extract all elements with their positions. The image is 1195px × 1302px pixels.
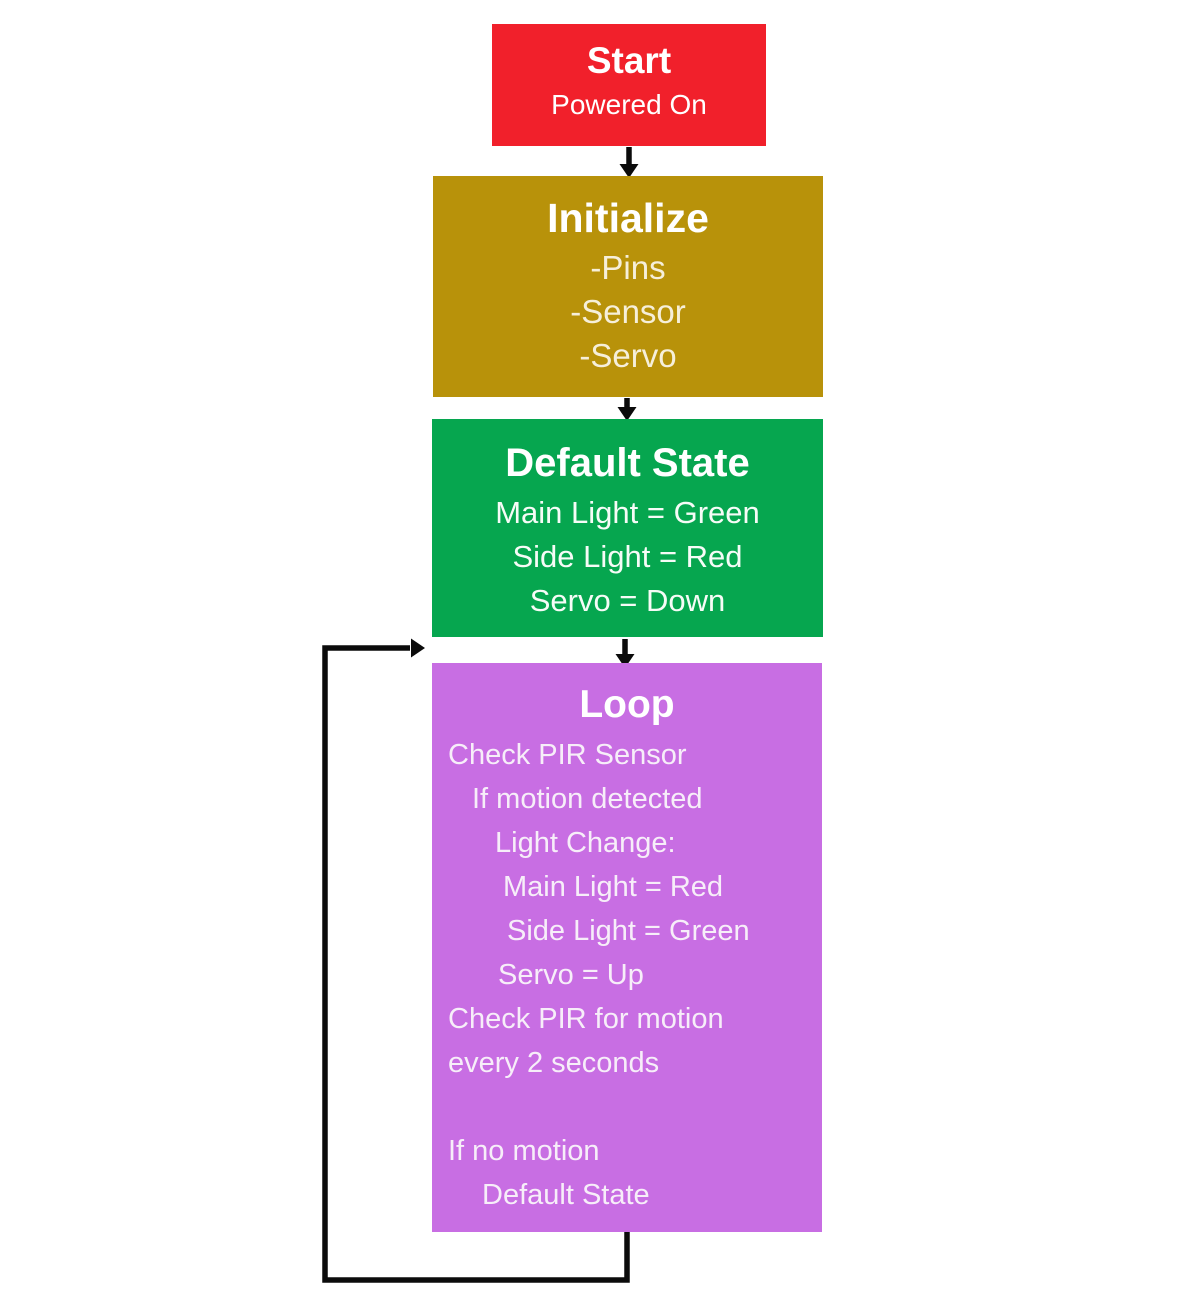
flow-arrow-initialize-to-default-state	[617, 398, 637, 421]
start-node-title: Start	[586, 40, 672, 81]
default-state-line: Servo = Down	[529, 583, 726, 618]
initialize-line: -Sensor	[570, 293, 686, 330]
default-state-node: Default State Main Light = Green Side Li…	[432, 419, 823, 637]
loop-node: Loop Check PIR Sensor If motion detected…	[432, 663, 822, 1232]
loop-line: Servo = Up	[498, 959, 644, 991]
loop-line: Check PIR for motion	[448, 1003, 724, 1035]
loop-line: Default State	[482, 1179, 650, 1211]
loop-line: Side Light = Green	[507, 915, 750, 947]
loop-line: Light Change:	[495, 827, 676, 859]
loop-line-blank	[432, 1085, 822, 1129]
initialize-line: -Pins	[590, 249, 666, 286]
initialize-node-title: Initialize	[547, 195, 709, 241]
default-state-line: Side Light = Red	[512, 539, 743, 574]
initialize-line: -Servo	[579, 337, 677, 374]
loop-line: Check PIR Sensor	[448, 739, 687, 771]
default-state-node-title: Default State	[505, 441, 750, 485]
start-node: Start Powered On	[492, 24, 766, 146]
loop-line: Main Light = Red	[503, 871, 724, 903]
loop-line: every 2 seconds	[448, 1047, 660, 1079]
flow-arrow-start-to-initialize	[619, 147, 639, 178]
initialize-node: Initialize -Pins -Sensor -Servo	[433, 176, 823, 397]
start-node-subtitle: Powered On	[551, 89, 707, 120]
default-state-line: Main Light = Green	[495, 495, 760, 530]
loop-line: If no motion	[448, 1135, 600, 1167]
loop-node-title: Loop	[579, 683, 675, 726]
loop-line: If motion detected	[472, 783, 703, 815]
